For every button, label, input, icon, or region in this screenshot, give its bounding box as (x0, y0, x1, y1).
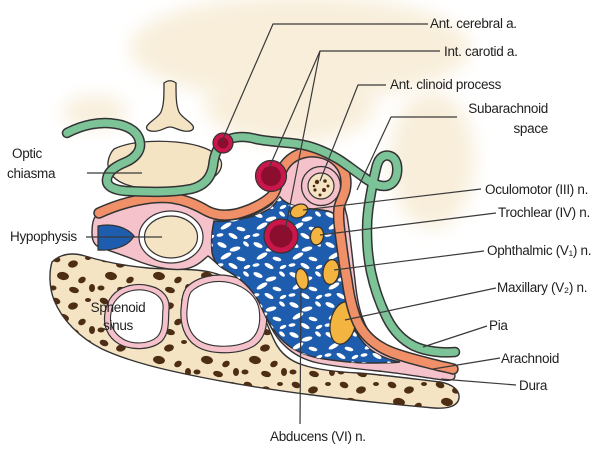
label-abducens: Abducens (VI) n. (270, 429, 366, 444)
internal-carotid-subarachnoid-section (254, 159, 288, 193)
label-hypophysis: Hypophysis (10, 229, 77, 244)
leader-oculomotor (302, 188, 482, 211)
internal-carotid-cavernous-section (263, 218, 299, 254)
anterior-cerebral-artery-section (212, 132, 234, 154)
leader-abducens (299, 289, 302, 425)
leader-arachnoid (432, 357, 501, 370)
label-ophthalmic: Ophthalmic (V₁) n. (487, 243, 592, 258)
leader-ant-cerebral (221, 23, 428, 142)
leader-maxillary (344, 287, 497, 321)
label-trochlear: Trochlear (IV) n. (498, 205, 590, 220)
leader-ant-clinoid (319, 84, 386, 182)
background-wash (63, 0, 474, 228)
label-subarachnoid-line2: space (513, 121, 548, 136)
label-sphenoid-line2: sinus (102, 318, 133, 333)
leader-int-carotid-b (284, 50, 321, 232)
label-maxillary: Maxillary (V₂) n. (497, 280, 588, 295)
label-optic-line1: Optic (12, 146, 43, 161)
label-subarachnoid-line1: Subarachnoid (468, 101, 548, 116)
label-arachnoid: Arachnoid (501, 351, 560, 366)
label-int-carotid: Int. carotid a. (444, 44, 518, 59)
sphenoid-sinus-cavity (103, 274, 268, 354)
leader-ophthalmic (333, 250, 485, 271)
hypophysis-shape (138, 210, 204, 264)
leader-dura (440, 378, 517, 386)
ophthalmic-nerve-section (322, 258, 340, 286)
leader-lines (86, 23, 517, 425)
leader-pia (422, 325, 488, 348)
label-ant-cerebral: Ant. cerebral a. (430, 16, 517, 31)
label-pia: Pia (489, 318, 508, 333)
label-dura: Dura (519, 378, 548, 393)
label-ant-clinoid: Ant. clinoid process (390, 77, 502, 92)
oculomotor-nerve-section (289, 203, 309, 219)
label-sphenoid-line1: Sphenoid (90, 300, 146, 315)
label-optic-line2: chiasma (7, 166, 56, 181)
trochlear-nerve-section (309, 226, 325, 246)
pituitary-stalk-shape (145, 80, 195, 132)
label-oculomotor: Oculomotor (III) n. (485, 182, 589, 197)
leader-trochlear (319, 212, 497, 236)
clinoid-process-shape (300, 165, 342, 207)
leader-subarachnoid (356, 116, 457, 191)
abducens-nerve-section (295, 268, 309, 290)
